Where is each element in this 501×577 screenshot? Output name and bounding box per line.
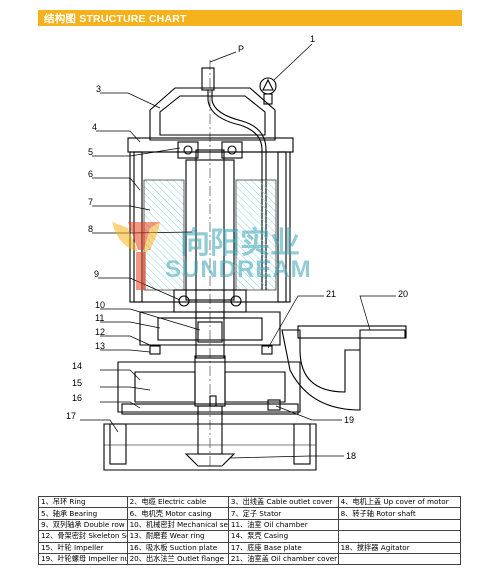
callout-6: 6 [88,169,93,179]
legend-cell: 13、耐磨套 Wear ring [126,530,229,543]
callout-13: 13 [95,341,105,351]
callout-20: 20 [398,289,408,299]
legend-cell: 2、电缆 Electric cable [126,495,229,509]
cable-part [207,90,263,290]
oil-chamber-part [139,311,281,346]
legend-cell: 20、出水法兰 Outlet flange [126,552,229,566]
legend-row: 9、双列轴承 Double row bearings10、机械密封 Mechan… [38,518,462,532]
stator-right-part [235,179,277,291]
legend-cell: 11、油室 Oil chamber [227,518,339,532]
callout-19: 19 [344,415,354,425]
watermark-cn: 向阳实业 [180,226,300,261]
callout-17: 17 [66,411,76,421]
callout-10: 10 [95,300,105,310]
cable-gland-part [201,67,215,91]
outlet-pipe-part [281,329,406,411]
legend-cell [337,530,462,543]
legend-cell: 16、吸水板 Suction plate [126,541,229,554]
callout-18: 18 [346,451,356,461]
watermark-logo-icon [112,222,160,290]
impeller-right-part [224,371,286,403]
callout-8: 8 [88,224,93,234]
legend-cell: 7、定子 Stator [227,507,339,520]
legend-cell: 17、底座 Base plate [227,541,339,554]
callout-5: 5 [88,147,93,157]
callout-15: 15 [72,378,82,388]
up-cover-part [149,87,276,141]
legend-cell: 9、双列轴承 Double row bearings [38,518,128,532]
base-plate-part [103,423,317,471]
legend-cell: 8、转子轴 Rotor shaft [337,507,462,520]
legend-row: 12、骨架密封 Skeleton Seal13、耐磨套 Wear ring14、… [38,530,462,543]
callout-numbers: P 1 3 4 5 6 7 8 9 10 11 12 13 14 15 16 1… [66,34,408,461]
callout-16: 16 [72,393,82,403]
watermark-en: SUNDREAM [165,256,312,283]
callout-12: 12 [95,327,105,337]
legend-cell: 4、电机上盖 Up cover of motor [337,495,462,509]
callout-3: 3 [96,84,101,94]
legend-cell: 14、泵壳 Casing [227,530,339,543]
impeller-left-part [134,371,196,403]
callout-11: 11 [95,313,104,323]
pump-casing-part [117,361,301,413]
outlet-flange-part [297,325,407,339]
callout-9: 9 [94,269,99,279]
callout-14: 14 [72,361,82,371]
leader-lines [80,43,396,459]
callout-P: P [238,44,244,54]
legend-cell: 10、机械密封 Mechanical seal [126,518,229,532]
legend-cell [337,552,462,566]
callout-1: 1 [310,34,315,44]
callout-7: 7 [88,197,93,207]
legend-cell: 21、油室盖 Oil chamber cover [227,552,339,566]
legend-cell: 3、出线盖 Cable outlet cover [227,495,339,509]
legend-cell: 15、叶轮 Impeller [38,541,128,554]
legend-cell: 1、吊环 Ring [38,495,128,509]
legend-cell: 12、骨架密封 Skeleton Seal [38,530,128,543]
legend-cell: 19、叶轮螺母 Impeller nut [38,552,128,566]
chart-header: 结构图 STRUCTURE CHART [38,10,462,26]
watermark: 向阳实业 SUNDREAM [105,212,315,302]
legend-cell: 5、轴承 Bearing [38,507,128,520]
legend-cell: 6、电机壳 Motor casing [126,507,229,520]
chart-title: 结构图 STRUCTURE CHART [44,13,187,25]
legend-cell [337,518,462,532]
callout-4: 4 [92,122,97,132]
callout-21: 21 [326,289,336,299]
legend-cell: 18、搅拌器 Agitator [337,541,462,554]
